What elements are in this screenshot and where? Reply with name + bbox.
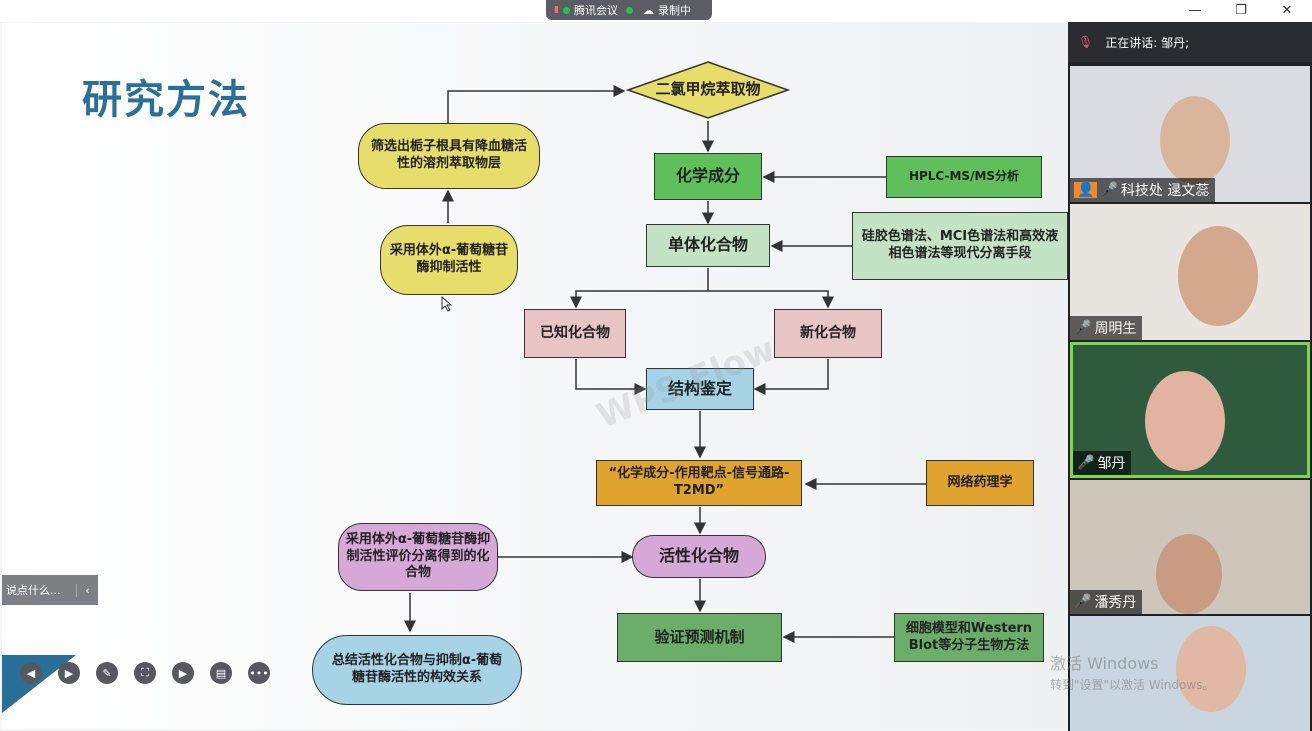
collapse-chat-button[interactable]: ‹: [76, 583, 98, 597]
status-dot-icon: [625, 6, 633, 14]
node-verify-mechanism: 验证预测机制: [617, 613, 782, 662]
next-slide-icon[interactable]: ▶: [58, 662, 80, 684]
comment-icon[interactable]: ▤: [210, 662, 232, 684]
mic-icon: 🎤: [1077, 455, 1095, 471]
mouse-pointer-icon: [441, 296, 453, 312]
participant-name-tag: 🎤 周明生: [1070, 316, 1143, 340]
node-alpha-evaluation: 采用体外α-葡萄糖苷酶抑制活性评价分离得到的化合物: [338, 523, 498, 591]
participant-name: 科技处 逯文蕊: [1120, 183, 1210, 199]
windows-activation-hint: 转到"设置"以激活 Windows。: [1050, 678, 1215, 692]
participant-tile[interactable]: [1070, 616, 1310, 731]
mic-icon: 🎤: [1074, 320, 1092, 336]
node-chemical-composition: 化学成分: [654, 153, 762, 200]
participant-video: [1160, 96, 1230, 184]
minimize-button[interactable]: —: [1188, 3, 1202, 18]
recording-label: 录制中: [657, 4, 691, 17]
speaking-label: 正在讲话: 邹丹;: [1105, 35, 1190, 50]
node-monomer: 单体化合物: [646, 224, 770, 267]
window-titlebar: ▮ 腾讯会议 ☁ 录制中 — ❐ ✕: [0, 0, 1312, 22]
participants-panel: 🎙 正在讲话: 邹丹; 👤 🎤 科技处 逯文蕊 🎤 周明生 🎤 邹丹 🎤 潘秀丹: [1068, 22, 1312, 731]
participant-video: [1145, 371, 1225, 471]
slide-title: 研究方法: [82, 77, 250, 123]
participant-name: 周明生: [1094, 321, 1137, 337]
connection-dot-icon: [562, 6, 570, 14]
extract-diamond: [626, 61, 790, 119]
node-hplc: HPLC-MS/MS分析: [886, 156, 1042, 198]
node-alpha-activity: 采用体外α-葡萄糖苷酶抑制活性: [380, 225, 518, 295]
pen-icon[interactable]: ✎: [96, 662, 118, 684]
close-button[interactable]: ✕: [1281, 3, 1293, 18]
presentation-toolbar: ◀ ▶ ✎ ⛶ ▶ ▤ •••: [20, 660, 270, 686]
prev-slide-icon[interactable]: ◀: [20, 662, 42, 684]
app-name: 腾讯会议: [573, 4, 618, 17]
node-active-compound: 活性化合物: [632, 535, 766, 578]
participant-tile[interactable]: 👤 🎤 科技处 逯文蕊: [1070, 66, 1310, 202]
flowchart-connectors: [404, 85, 926, 643]
fullscreen-icon[interactable]: ⛶: [134, 662, 156, 684]
node-known-compound: 已知化合物: [524, 309, 626, 358]
participant-name: 邹丹: [1097, 456, 1126, 472]
node-network-pharmacology: 网络药理学: [926, 460, 1034, 506]
camera-icon[interactable]: ▶: [172, 662, 194, 684]
speaking-indicator: 🎙 正在讲话: 邹丹;: [1068, 22, 1312, 62]
node-t2md: “化学成分-作用靶点-信号通路-T2MD”: [596, 460, 802, 506]
windows-activation-watermark: 激活 Windows: [1050, 654, 1159, 673]
node-extract: 二氯甲烷萃取物: [655, 80, 761, 99]
chat-input-tab[interactable]: 说点什么... ‹: [2, 575, 98, 605]
participant-video: [1178, 226, 1258, 326]
participant-video: [1176, 626, 1246, 712]
mic-icon: 🎤: [1074, 594, 1092, 610]
node-chromatography: 硅胶色谱法、MCI色谱法和高效液相色谱法等现代分离手段: [852, 212, 1068, 280]
node-summary-cloud: 总结活性化合物与抑制α-葡萄糖苷酶活性的构效关系: [312, 635, 522, 705]
shared-slide: 研究方法 二氯甲烷萃取: [2, 23, 1068, 729]
muted-mic-icon: 🎙: [1078, 35, 1094, 49]
participant-tile-active[interactable]: 🎤 邹丹: [1070, 342, 1310, 478]
node-cell-model: 细胞模型和Western Blot等分子生物方法: [894, 613, 1044, 662]
mic-icon: 🎤: [1100, 182, 1118, 198]
cloud-icon: ☁: [642, 3, 654, 17]
signal-icon: ▮: [554, 5, 559, 15]
more-icon[interactable]: •••: [248, 662, 270, 684]
participant-tile[interactable]: 🎤 周明生: [1070, 204, 1310, 340]
participant-video: [1156, 534, 1222, 614]
host-icon: 👤: [1074, 182, 1098, 198]
node-structure-identification: 结构鉴定: [646, 368, 754, 410]
participant-name-tag: 🎤 邹丹: [1073, 451, 1132, 475]
chat-placeholder: 说点什么...: [6, 584, 61, 597]
participant-name-tag: 👤 🎤 科技处 逯文蕊: [1070, 178, 1216, 202]
restore-button[interactable]: ❐: [1235, 3, 1247, 18]
participant-name-tag: 🎤 潘秀丹: [1070, 590, 1143, 614]
node-screen-solvent: 筛选出栀子根具有降血糖活性的溶剂萃取物层: [358, 123, 540, 189]
participant-name: 潘秀丹: [1094, 595, 1137, 611]
meeting-status-pill[interactable]: ▮ 腾讯会议 ☁ 录制中: [546, 0, 712, 20]
participant-tile[interactable]: 🎤 潘秀丹: [1070, 480, 1310, 614]
node-new-compound: 新化合物: [774, 309, 882, 358]
